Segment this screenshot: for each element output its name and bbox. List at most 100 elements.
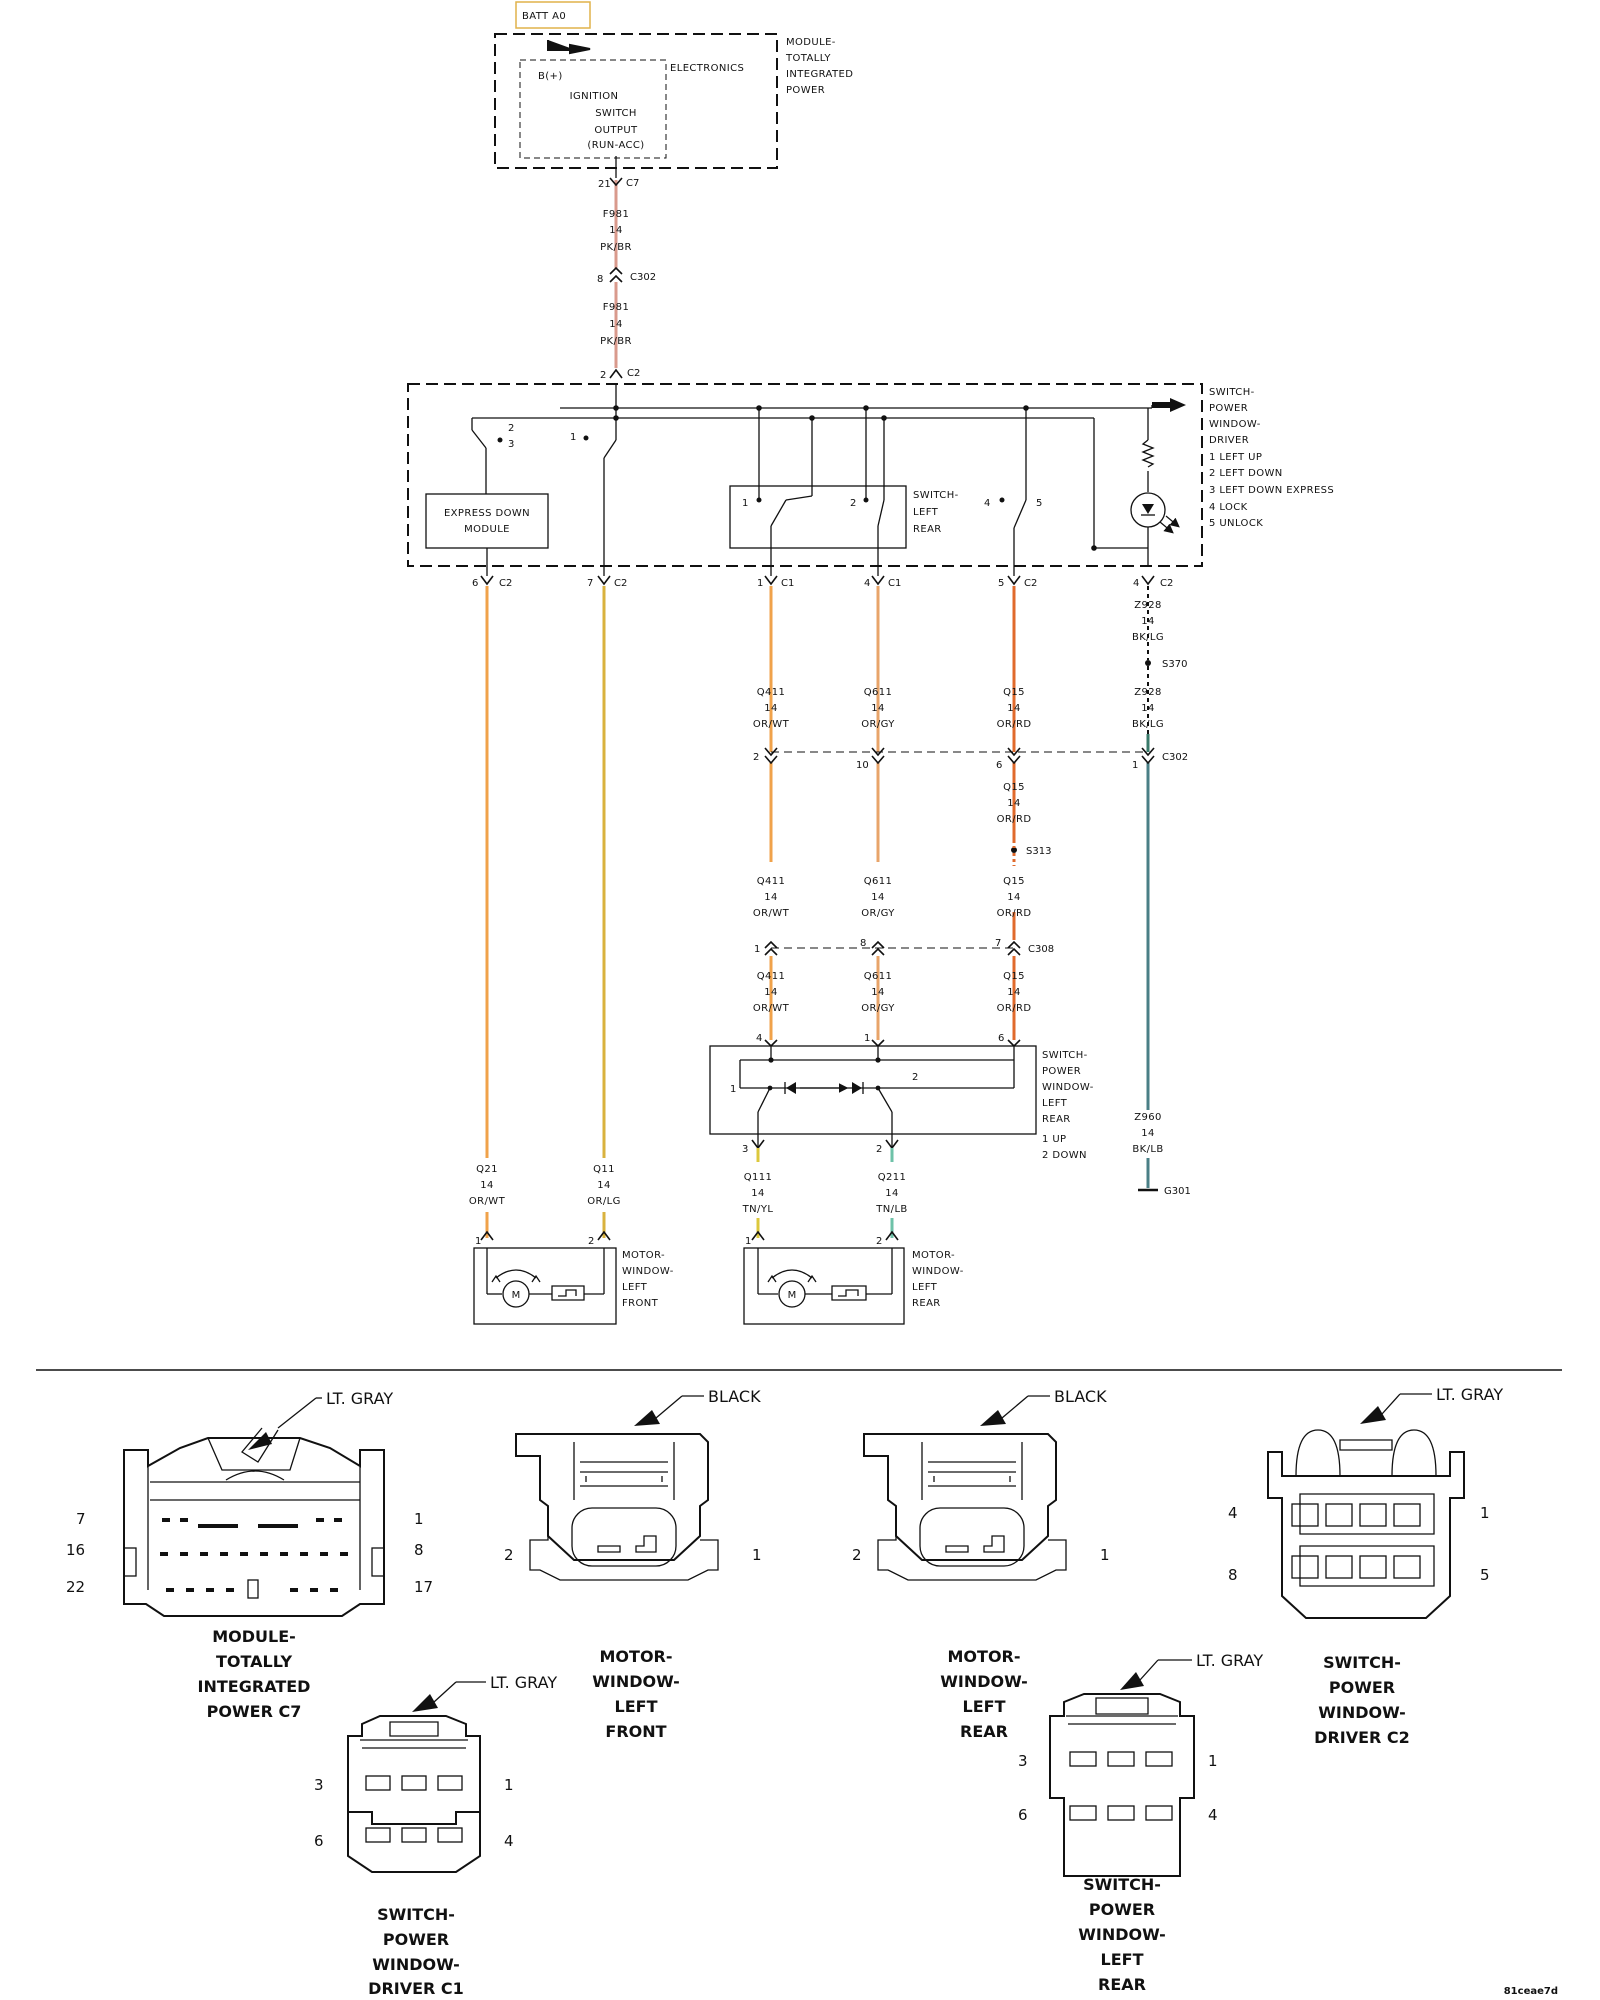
svg-text:Q111: Q111 xyxy=(744,1172,773,1183)
svg-text:WINDOW-: WINDOW- xyxy=(1042,1082,1094,1093)
svg-text:5: 5 xyxy=(998,578,1004,589)
f981-wire-label-bottom: F981 14 PK/BR xyxy=(600,302,631,347)
c302-pin-8: 8 xyxy=(597,274,603,285)
svg-text:4: 4 xyxy=(984,498,990,509)
connector-left-rear-switch: LT. GRAY xyxy=(1049,1651,1263,1877)
svg-text:INTEGRATED: INTEGRATED xyxy=(786,69,853,80)
rear-switch-box xyxy=(709,1045,1037,1135)
s370-splice xyxy=(1145,660,1151,666)
figure-id: 81ceae7d xyxy=(1504,1986,1558,1997)
svg-text:14: 14 xyxy=(751,1188,765,1199)
svg-text:BK/LG: BK/LG xyxy=(1132,719,1164,730)
electronics-box xyxy=(519,59,667,159)
tipm-c7-pin-1: 1 xyxy=(414,1510,424,1528)
svg-text:TN/LB: TN/LB xyxy=(875,1204,907,1215)
tipm-c7-pin-22: 22 xyxy=(66,1578,85,1596)
driver-c2-pin2: 2 xyxy=(600,370,606,381)
rear-switch-name: SWITCH- POWER WINDOW- LEFT REAR xyxy=(1042,1050,1094,1125)
svg-text:3: 3 xyxy=(742,1144,748,1155)
driver-c1-cavities xyxy=(365,1775,463,1843)
q15-wire-label-1: Q15 14 OR/RD xyxy=(997,687,1031,730)
svg-text:LEFT: LEFT xyxy=(622,1282,648,1293)
svg-text:3 LEFT DOWN EXPRESS: 3 LEFT DOWN EXPRESS xyxy=(1209,485,1334,496)
svg-text:DRIVER: DRIVER xyxy=(1209,435,1249,446)
q411-wire-label-3: Q411 14 OR/WT xyxy=(753,971,790,1014)
svg-text:1: 1 xyxy=(570,432,576,443)
svg-text:MODULE: MODULE xyxy=(464,524,510,535)
motor-rear-m: M xyxy=(788,1290,797,1301)
svg-text:WINDOW-: WINDOW- xyxy=(912,1266,964,1277)
svg-text:SWITCH-: SWITCH- xyxy=(1209,387,1255,398)
svg-text:6: 6 xyxy=(472,578,478,589)
svg-text:LEFT: LEFT xyxy=(615,1697,658,1716)
svg-text:C308: C308 xyxy=(1028,944,1054,955)
svg-text:OR/LG: OR/LG xyxy=(587,1196,621,1207)
driver-switch-name: SWITCH- POWER WINDOW- DRIVER xyxy=(1209,387,1260,446)
svg-text:Q411: Q411 xyxy=(757,876,786,887)
batt-label: BATT A0 xyxy=(522,11,566,22)
svg-text:Q15: Q15 xyxy=(1003,687,1025,698)
svg-text:FRONT: FRONT xyxy=(622,1298,659,1309)
motor-front-name: MOTOR- WINDOW- LEFT FRONT xyxy=(622,1250,673,1309)
svg-text:2: 2 xyxy=(876,1236,882,1247)
svg-text:1: 1 xyxy=(757,578,763,589)
connector-motor-front: BLACK xyxy=(515,1387,761,1581)
tipm-c7-cavities xyxy=(160,1518,348,1592)
svg-text:14: 14 xyxy=(871,703,885,714)
left-rear-switch-pin-3: 3 xyxy=(1018,1752,1028,1770)
svg-text:1 UP: 1 UP xyxy=(1042,1134,1067,1145)
left-rear-switch-pin-1: 1 xyxy=(1208,1752,1218,1770)
q111-wire-label: Q111 14 TN/YL xyxy=(742,1172,773,1215)
tipm-c7-pin-16: 16 xyxy=(66,1541,85,1559)
svg-text:POWER: POWER xyxy=(383,1930,449,1949)
svg-text:Q411: Q411 xyxy=(757,971,786,982)
driver-switch-box xyxy=(407,383,1203,567)
svg-text:SWITCH-: SWITCH- xyxy=(913,490,959,501)
motor-front-m: M xyxy=(512,1290,521,1301)
driver-c1-pin-4: 4 xyxy=(504,1832,514,1850)
driver-switch-bus xyxy=(471,384,1186,566)
svg-text:14: 14 xyxy=(885,1188,899,1199)
svg-text:OR/WT: OR/WT xyxy=(753,1003,790,1014)
connector-driver-c1: LT. GRAY xyxy=(347,1673,557,1825)
svg-text:LEFT: LEFT xyxy=(963,1697,1006,1716)
svg-text:INTEGRATED: INTEGRATED xyxy=(198,1677,311,1696)
svg-text:LT. GRAY: LT. GRAY xyxy=(490,1673,557,1692)
svg-text:POWER: POWER xyxy=(1209,403,1248,414)
driver-c1-pin-1: 1 xyxy=(504,1776,514,1794)
s313-label: S313 xyxy=(1026,846,1051,857)
motor-rear-internals: M xyxy=(757,1248,893,1308)
switch-left-rear-contacts: 1 2 xyxy=(742,408,885,576)
svg-text:14: 14 xyxy=(1007,798,1021,809)
svg-text:LT. GRAY: LT. GRAY xyxy=(1436,1385,1503,1404)
tipm-c7-pin-8: 8 xyxy=(414,1541,424,1559)
svg-text:14: 14 xyxy=(597,1180,611,1191)
q211-wire-label: Q211 14 TN/LB xyxy=(875,1172,907,1215)
svg-text:WINDOW-: WINDOW- xyxy=(592,1672,679,1691)
svg-text:1: 1 xyxy=(475,1236,481,1247)
svg-text:14: 14 xyxy=(1141,616,1155,627)
electronics-label: ELECTRONICS xyxy=(670,63,744,74)
svg-text:SWITCH-: SWITCH- xyxy=(1042,1050,1088,1061)
motor-rear-box xyxy=(743,1247,905,1325)
svg-text:4: 4 xyxy=(756,1033,762,1044)
q611-wire-label-1: Q611 14 OR/GY xyxy=(861,687,895,730)
svg-text:BK/LG: BK/LG xyxy=(1132,632,1164,643)
svg-text:1: 1 xyxy=(745,1236,751,1247)
f981-wire-label-top: F981 14 PK/BR xyxy=(600,209,632,253)
c302-inline-connector xyxy=(609,266,623,283)
q15-wire-label-4: Q15 14 OR/RD xyxy=(997,971,1031,1014)
svg-text:REAR: REAR xyxy=(912,1298,941,1309)
svg-text:OR/GY: OR/GY xyxy=(861,908,895,919)
svg-text:PK/BR: PK/BR xyxy=(600,242,632,253)
svg-text:14: 14 xyxy=(609,225,623,236)
svg-text:BLACK: BLACK xyxy=(708,1387,761,1406)
svg-text:LEFT: LEFT xyxy=(1101,1950,1144,1969)
svg-text:MODULE-: MODULE- xyxy=(786,37,836,48)
driver-output-connectors: 6 C2 7 C2 1 C1 4 C1 5 C2 4 C2 xyxy=(472,575,1173,589)
svg-text:LEFT: LEFT xyxy=(912,1282,938,1293)
bplus-label: B(+) xyxy=(538,71,563,82)
z960-wire-label: Z960 14 BK/LB xyxy=(1132,1112,1163,1155)
svg-text:BLACK: BLACK xyxy=(1054,1387,1107,1406)
left-rear-switch-pin-4: 4 xyxy=(1208,1806,1218,1824)
